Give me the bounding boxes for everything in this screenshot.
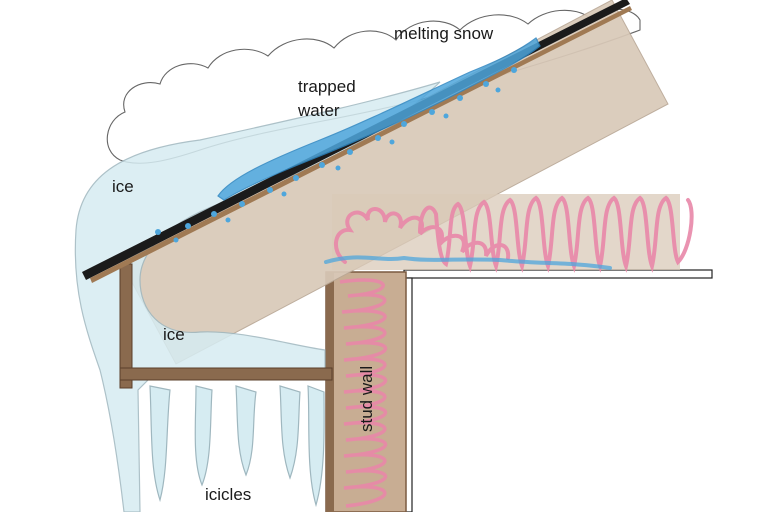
ice-dam bbox=[74, 81, 441, 512]
icicle-icon bbox=[194, 385, 213, 487]
label-melting-snow: melting snow bbox=[394, 24, 494, 43]
label-stud-wall: stud wall bbox=[357, 366, 376, 432]
wall-insulation-coil-icon bbox=[339, 278, 388, 508]
icicle-icon bbox=[235, 385, 257, 477]
label-water: water bbox=[297, 101, 340, 120]
ceiling-board bbox=[403, 269, 713, 279]
icicle-icon bbox=[149, 385, 171, 503]
trapped-water bbox=[217, 37, 541, 201]
soffit-joist bbox=[119, 367, 333, 381]
label-icicles: icicles bbox=[205, 485, 251, 504]
water-droplets bbox=[155, 67, 517, 243]
water-seepage bbox=[324, 255, 612, 270]
label-ice-upper: ice bbox=[112, 177, 134, 196]
icicle-icon bbox=[279, 385, 301, 480]
icicle-icon bbox=[307, 385, 325, 508]
label-ice-lower: ice bbox=[163, 325, 185, 344]
icicles-group bbox=[149, 385, 325, 508]
insulation-coil-icon bbox=[334, 195, 694, 273]
roof-sheathing bbox=[90, 6, 632, 283]
stud-plate bbox=[326, 272, 334, 512]
label-trapped: trapped bbox=[298, 77, 356, 96]
